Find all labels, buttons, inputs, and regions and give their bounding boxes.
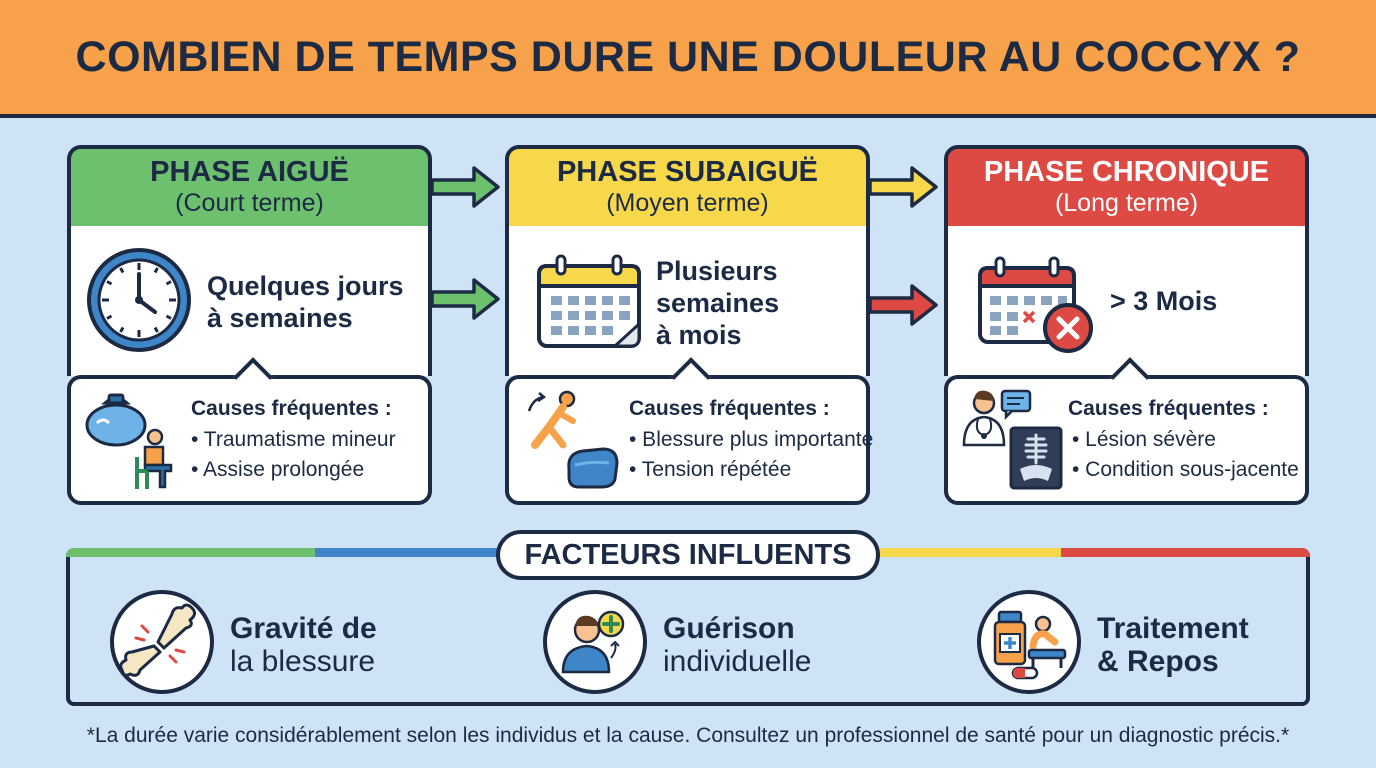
ice-pack-icon [85,393,147,447]
factor-healing-line1: Guérison [663,612,795,645]
duration-line: semaines [656,287,780,318]
causes-title: Causes fréquentes : [191,397,392,420]
doctor-icon [962,389,1032,447]
phase-acute-causes: Causes fréquentes : • Traumatisme mineur… [67,357,432,505]
factor-severity-line2: la blessure [230,645,376,678]
factor-healing-line2: individuelle [663,645,812,678]
phase-chronic-header: PHASE CHRONIQUE (Long terme) [944,145,1309,230]
factors-label: FACTEURS INFLUENTS [496,530,880,580]
factor-severity-circle [110,590,214,694]
cause-item: • Tension répétée [629,458,792,481]
calendar-icon [537,254,641,348]
cause-item: • Lésion sévère [1072,428,1216,451]
phase-chronic-subtitle: (Long terme) [1054,189,1199,218]
arrow-right-icon [430,166,500,208]
factor-treatment-line1: Traitement [1097,612,1249,645]
seated-person-icon [135,428,173,489]
factor-severity-line1: Gravité de [230,612,377,645]
phase-subacute-duration: Plusieurs semaines à mois [656,256,779,352]
cause-item: • Assise prolongée [191,458,365,481]
patient-healing-icon [561,610,625,674]
arrow-right-icon [868,284,938,326]
cause-item: • Traumatisme mineur [191,428,396,451]
phase-acute-body: Quelques jours à semaines [67,226,432,376]
arrow-right-icon [430,278,500,320]
clock-icon [87,248,191,352]
calendar-cancel-icon [978,256,1093,353]
cause-item: • Blessure plus importante [629,428,874,451]
cushion-icon [567,447,619,489]
phase-chronic-title: PHASE CHRONIQUE [983,155,1270,188]
phase-subacute-causes: Causes fréquentes : • Blessure plus impo… [505,357,874,505]
duration-line: > 3 Mois [1110,286,1218,316]
broken-bone-icon [119,603,197,677]
phase-subacute-title: PHASE SUBAIGUË [556,155,819,188]
phase-acute-duration: Quelques jours à semaines [207,271,404,335]
factor-treatment-circle [977,590,1081,694]
duration-line: à mois [656,319,742,350]
phase-subacute-card: PHASE SUBAIGUË (Moyen terme) Plusieurs s… [505,145,874,505]
factor-treatment-line2: & Repos [1097,645,1219,678]
xray-icon [1009,426,1063,490]
disclaimer-footnote: *La durée varie considérablement selon l… [86,724,1290,747]
phase-acute-card: PHASE AIGUË (Court terme) Quelques jours… [67,145,432,505]
phase-acute-subtitle: (Court terme) [175,189,324,218]
title-banner: COMBIEN DE TEMPS DURE UNE DOULEUR AU COC… [0,0,1376,118]
duration-line: Plusieurs [656,256,778,286]
cause-item: • Condition sous-jacente [1072,458,1299,481]
exercising-person-icon [527,390,576,449]
duration-line: à semaines [207,302,353,333]
causes-title: Causes fréquentes : [629,397,830,420]
causes-title: Causes fréquentes : [1068,397,1269,420]
phase-subacute-body: Plusieurs semaines à mois [505,226,870,376]
duration-line: Quelques jours [207,271,404,301]
phase-acute-header: PHASE AIGUË (Court terme) [67,145,432,230]
phase-subacute-subtitle: (Moyen terme) [606,189,769,218]
phase-chronic-duration: > 3 Mois [1110,286,1217,318]
page-title: COMBIEN DE TEMPS DURE UNE DOULEUR AU COC… [75,32,1301,81]
phase-chronic-causes: Causes fréquentes : • Lésion sévère • Co… [944,357,1309,505]
phase-chronic-card: PHASE CHRONIQUE (Long terme) > 3 Mois [944,145,1309,505]
phase-chronic-body: > 3 Mois [944,226,1309,376]
factor-healing-circle [543,590,647,694]
arrow-right-icon [868,166,938,208]
treatment-icon [993,610,1067,680]
phase-subacute-header: PHASE SUBAIGUË (Moyen terme) [505,145,870,230]
phase-acute-title: PHASE AIGUË [150,155,349,188]
